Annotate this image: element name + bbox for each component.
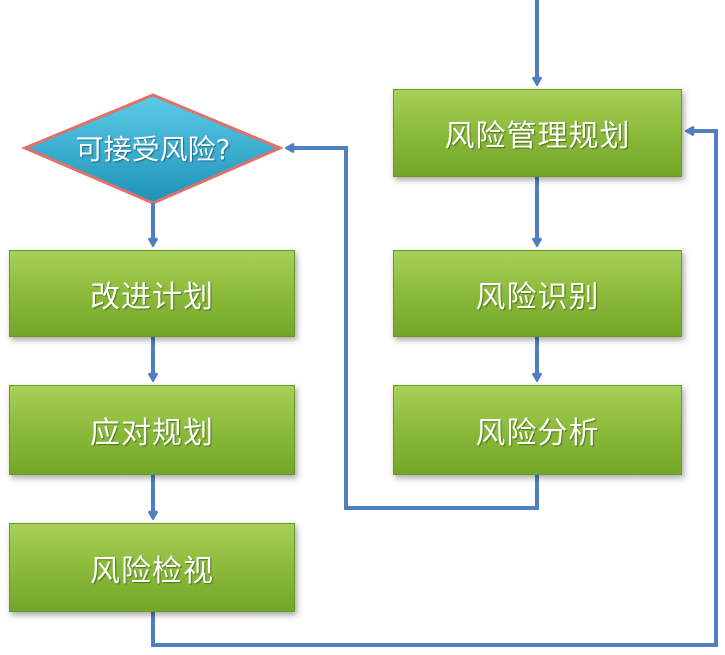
risk-analysis-box: 风险分析 xyxy=(393,385,682,475)
arrow-analyze-to-decision xyxy=(288,148,539,510)
risk-review-box: 风险检视 xyxy=(9,523,295,612)
response-planning-box: 应对规划 xyxy=(9,385,295,475)
risk-management-planning-box: 风险管理规划 xyxy=(393,89,682,177)
decision-label: 可接受风险? xyxy=(75,133,231,166)
risk-identification-box: 风险识别 xyxy=(393,250,682,337)
improvement-plan-box: 改进计划 xyxy=(9,250,295,337)
arrow-review-to-plan xyxy=(151,131,718,647)
